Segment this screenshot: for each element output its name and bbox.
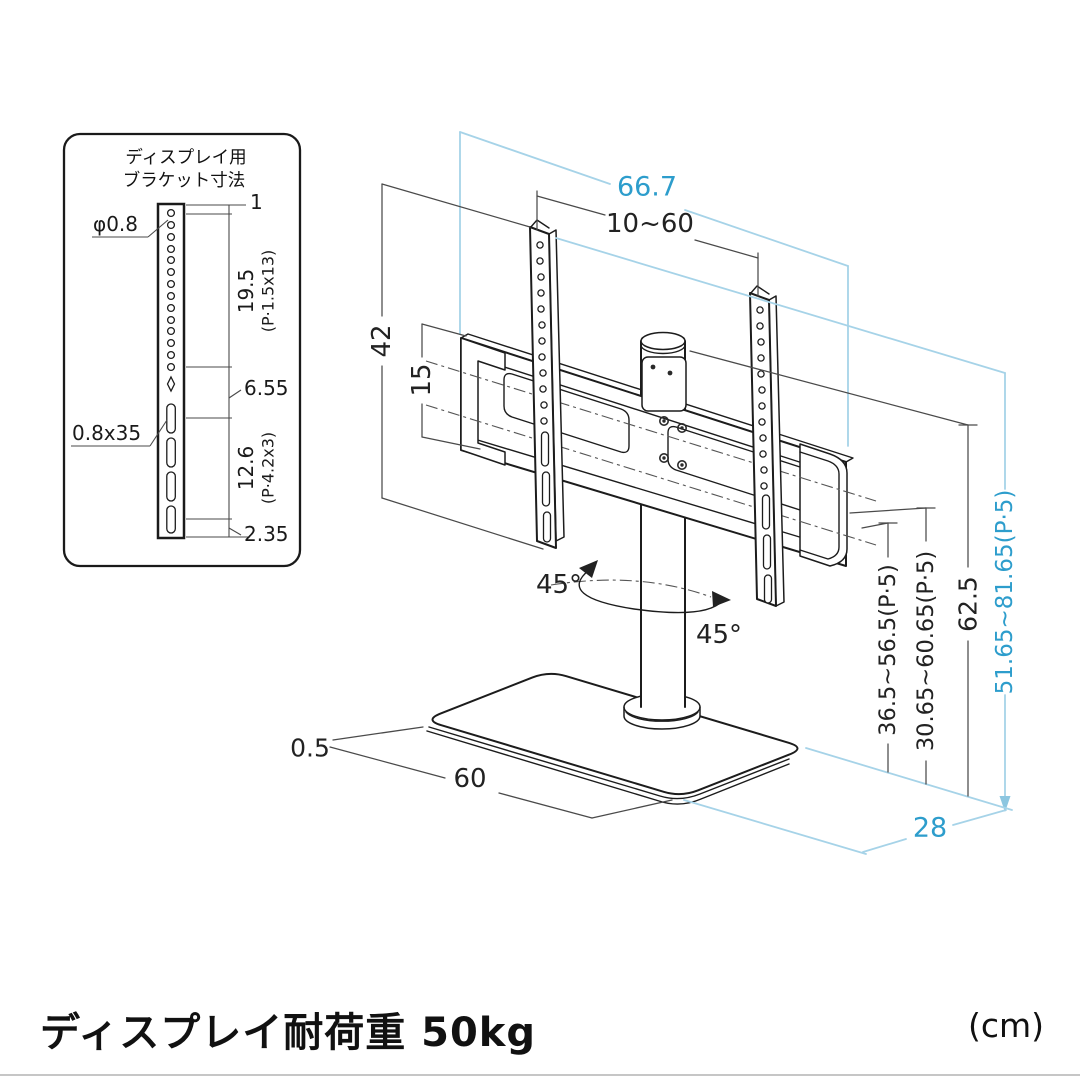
load-capacity-label: ディスプレイ耐荷重 50kg	[40, 1010, 537, 1056]
inset-dim-top-offset: 1	[250, 190, 263, 214]
swivel-angle-right: 45°	[696, 620, 742, 650]
dim-pole-height: 62.5	[689, 350, 983, 797]
dim-base-width: 60	[329, 746, 673, 819]
inset-dimension-lines	[186, 204, 250, 538]
dim-height-arrow-down	[999, 796, 1011, 812]
dim-total-height-value: 51.65~81.65(P·5)	[992, 490, 1018, 695]
dim-bar-height-value: 15	[407, 363, 437, 396]
dim-base-thickness-value: 0.5	[290, 734, 330, 763]
dim-bar-height: 15	[407, 323, 481, 450]
bottom-divider	[0, 1074, 1080, 1076]
inset-dim-slot-pitch: (P·4.2x3)	[259, 432, 278, 504]
inset-bracket-strip	[156, 202, 186, 540]
inset-dim-hole-pitch: (P·1.5x13)	[259, 250, 278, 333]
inset-dim-bottom-offset: 2.35	[244, 522, 289, 546]
swivel-angle-left: 45°	[536, 570, 582, 600]
inset-hole-callout: φ0.8	[92, 212, 169, 238]
inset-hole-diameter-label: φ0.8	[93, 212, 138, 236]
inset-dim-gap: 6.55	[244, 376, 289, 400]
dim-base-thickness: 0.5	[290, 726, 424, 763]
stand-drawing: 45° 45°	[425, 219, 877, 805]
dim-base-width-value: 60	[453, 764, 486, 794]
dim-total-width-value: 66.7	[617, 172, 677, 203]
inset-dim-hole-span: 19.5	[234, 269, 258, 314]
inset-transition-hole	[166, 375, 176, 393]
crossbar-screws	[658, 415, 687, 470]
inset-title-line1: ディスプレイ用	[125, 147, 246, 168]
swivel-annotation: 45° 45°	[536, 560, 742, 650]
base-plate	[426, 672, 799, 805]
dim-pole-height-value: 62.5	[954, 576, 983, 632]
dim-height-mid-value: 30.65~60.65(P·5)	[913, 551, 939, 751]
dim-height-low-value: 36.5~56.5(P·5)	[875, 564, 901, 736]
inset-slot-size-label: 0.8x35	[72, 421, 141, 445]
dimension-annotations: 66.7 51.65~81.65(P·5) 28 10~60	[290, 131, 1018, 855]
swivel-arrowhead-left	[579, 560, 598, 578]
inset-dim-slot-span: 12.6	[234, 446, 258, 491]
crossbar-right-cap	[799, 443, 848, 567]
centerlines	[425, 360, 877, 546]
dim-bracket-spacing-value: 10~60	[606, 209, 694, 239]
swivel-arrowhead-right	[712, 591, 731, 607]
dim-base-depth: 28	[683, 747, 1013, 855]
pole-mount-plate	[641, 356, 687, 470]
pole-top-cap	[640, 331, 686, 351]
crossbar-window-left	[503, 372, 630, 454]
dim-base-depth-value: 28	[913, 813, 947, 844]
display-bracket-left	[529, 219, 565, 549]
dim-bracket-height: 42	[367, 183, 544, 550]
crossbar-left-end	[460, 337, 506, 466]
inset-slot-callout: 0.8x35	[71, 419, 168, 447]
dim-bracket-spacing: 10~60	[536, 190, 759, 297]
inset-title-line2: ブラケット寸法	[123, 170, 246, 191]
dim-total-width: 66.7	[459, 131, 849, 447]
dim-height-mid: 30.65~60.65(P·5)	[849, 507, 939, 785]
dim-bracket-height-value: 42	[367, 324, 397, 357]
inset-bracket-panel: ディスプレイ用 ブラケット寸法	[62, 132, 302, 568]
dim-total-height: 51.65~81.65(P·5)	[555, 237, 1018, 812]
dim-height-low: 36.5~56.5(P·5)	[861, 522, 901, 773]
display-bracket-right	[749, 285, 785, 607]
unit-note: (cm)	[968, 1006, 1045, 1045]
